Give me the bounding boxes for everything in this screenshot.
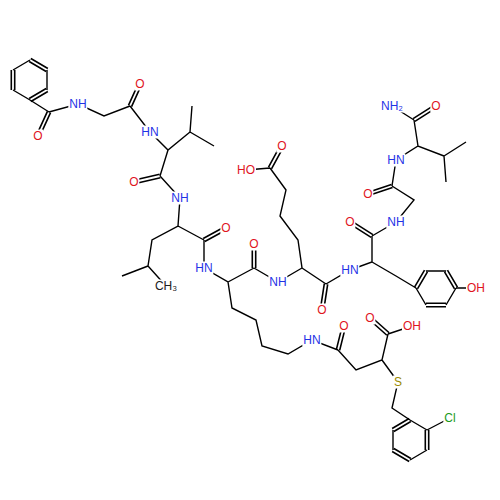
atom-label: NH <box>386 216 405 229</box>
atom-label: HN <box>140 126 159 139</box>
atom-label: O <box>134 78 145 91</box>
atom-label: O <box>364 312 375 325</box>
atom-label: HN <box>194 262 213 275</box>
atom-label: HN <box>386 154 405 167</box>
atom-label: O <box>248 238 259 251</box>
atom-label: O <box>220 222 231 235</box>
atom-label: NH₂ <box>380 100 404 113</box>
atom-label: O <box>316 304 327 317</box>
atom-label: HO <box>236 164 256 177</box>
atom-label: Cl <box>443 412 456 425</box>
atom-label: NH <box>268 276 287 289</box>
atom-label: O <box>128 176 139 189</box>
atom-label: O <box>344 216 355 229</box>
double-bonds <box>13 60 456 460</box>
atom-label: O <box>276 140 287 153</box>
atom-label: CH₃ <box>154 280 178 293</box>
atom-label: O <box>362 188 373 201</box>
atom-label: S <box>393 376 403 389</box>
atom-label: NH <box>68 98 87 111</box>
atom-label: OH <box>466 282 486 295</box>
atom-label: HN <box>340 264 359 277</box>
atom-label: O <box>32 130 43 143</box>
atom-label: O <box>338 320 349 333</box>
atom-label: O <box>430 100 441 113</box>
double-bond-gaps <box>13 60 456 460</box>
atom-label: NH <box>170 192 189 205</box>
atom-label: OH <box>402 320 422 333</box>
atom-label: HN <box>302 334 321 347</box>
single-bonds <box>13 60 476 460</box>
